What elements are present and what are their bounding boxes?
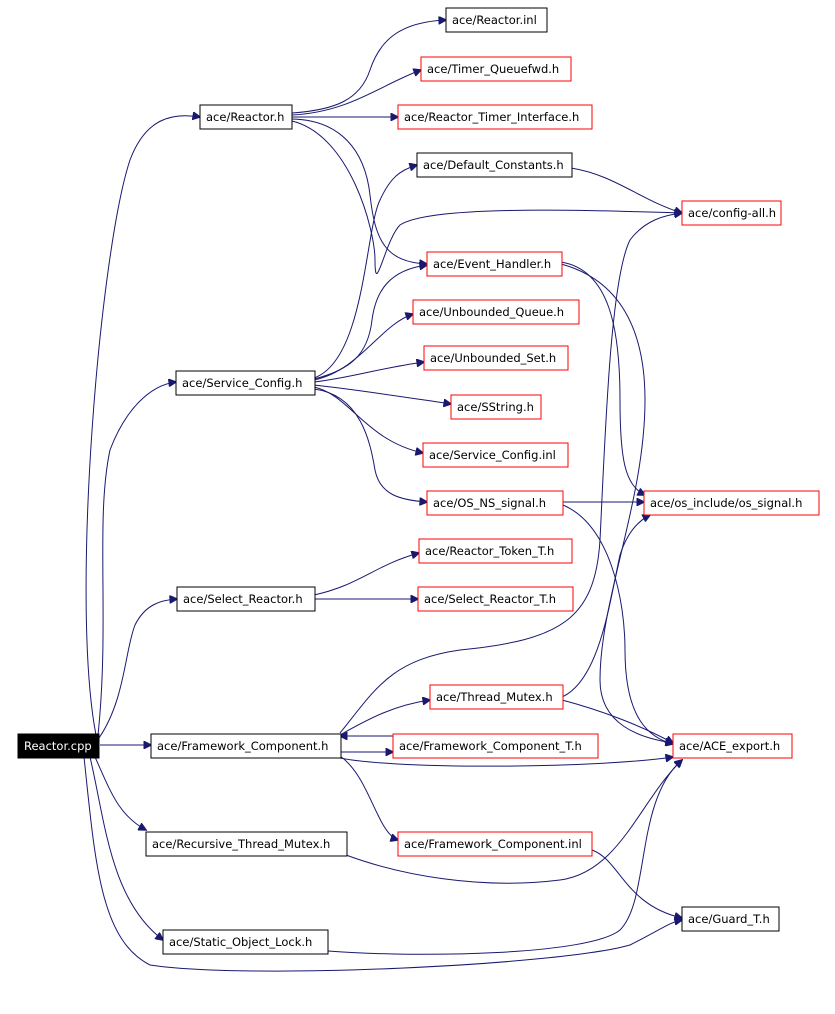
edge-os-ns-signal-h-to-ace-export-h bbox=[562, 504, 673, 744]
edge-reactor-cpp-to-recursive-thread-mutex-h bbox=[94, 756, 146, 830]
edge-service-config-h-to-os-ns-signal-h bbox=[313, 388, 427, 502]
edge-event-handler-h-to-os-signal-h bbox=[560, 261, 645, 495]
node-reactor-inl-label: ace/Reactor.inl bbox=[452, 13, 537, 27]
node-reactor-timer-interface-h[interactable]: ace/Reactor_Timer_Interface.h bbox=[397, 104, 593, 130]
node-ace-export-h[interactable]: ace/ACE_export.h bbox=[672, 733, 793, 759]
edge-reactor-cpp-to-reactor-h bbox=[85, 116, 200, 736]
node-default-constants-h-label: ace/Default_Constants.h bbox=[423, 158, 564, 172]
edge-reactor-h-to-config-all-h bbox=[291, 120, 682, 275]
edge-service-config-h-to-unbounded-set-h bbox=[313, 362, 424, 383]
node-os-ns-signal-h[interactable]: ace/OS_NS_signal.h bbox=[426, 490, 564, 516]
node-framework-component-t-h-label: ace/Framework_Component_T.h bbox=[399, 739, 582, 753]
edge-framework-component-h-to-ace-export-h bbox=[339, 757, 673, 767]
node-timer-queuefwd-h-label: ace/Timer_Queuefwd.h bbox=[427, 62, 559, 76]
node-unbounded-set-h[interactable]: ace/Unbounded_Set.h bbox=[423, 345, 569, 371]
node-default-constants-h[interactable]: ace/Default_Constants.h bbox=[416, 152, 573, 178]
node-reactor-token-t-h[interactable]: ace/Reactor_Token_T.h bbox=[418, 538, 573, 564]
edge-service-config-h-to-default-constants-h bbox=[313, 165, 417, 379]
node-guard-t-h[interactable]: ace/Guard_T.h bbox=[681, 906, 780, 932]
node-os-signal-h-label: ace/os_include/os_signal.h bbox=[650, 496, 802, 510]
edge-thread-mutex-h-to-os-signal-h bbox=[561, 515, 650, 698]
edge-recursive-thread-mutex-h-to-ace-export-h bbox=[345, 760, 682, 884]
edge-service-config-h-to-sstring-h bbox=[313, 384, 451, 404]
edge-select-reactor-h-to-reactor-token-t-h bbox=[313, 553, 419, 596]
node-guard-t-h-label: ace/Guard_T.h bbox=[688, 912, 770, 926]
node-select-reactor-h-label: ace/Select_Reactor.h bbox=[183, 592, 303, 606]
node-framework-component-inl-label: ace/Framework_Component.inl bbox=[404, 837, 582, 851]
node-framework-component-t-h[interactable]: ace/Framework_Component_T.h bbox=[392, 733, 599, 759]
node-reactor-cpp-label: Reactor.cpp bbox=[24, 739, 92, 753]
nodes: Reactor.cpp ace/Reactor.h ace/Reactor.in… bbox=[17, 7, 820, 955]
node-reactor-h[interactable]: ace/Reactor.h bbox=[199, 104, 293, 130]
node-reactor-cpp[interactable]: Reactor.cpp bbox=[17, 733, 100, 759]
node-reactor-h-label: ace/Reactor.h bbox=[206, 110, 284, 124]
node-framework-component-inl[interactable]: ace/Framework_Component.inl bbox=[397, 831, 593, 857]
edge-service-config-h-to-event-handler-h bbox=[313, 265, 427, 380]
node-select-reactor-t-h-label: ace/Select_Reactor_T.h bbox=[424, 592, 556, 606]
edge-static-object-lock-h-to-ace-export-h bbox=[327, 760, 682, 955]
edge-reactor-h-to-reactor-inl bbox=[291, 20, 446, 114]
node-recursive-thread-mutex-h[interactable]: ace/Recursive_Thread_Mutex.h bbox=[145, 831, 348, 857]
edge-default-constants-h-to-config-all-h bbox=[570, 167, 682, 213]
edge-reactor-h-to-event-handler-h bbox=[291, 118, 427, 264]
node-unbounded-set-h-label: ace/Unbounded_Set.h bbox=[430, 351, 556, 365]
node-service-config-h-label: ace/Service_Config.h bbox=[182, 376, 302, 390]
edge-reactor-cpp-to-select-reactor-h bbox=[98, 599, 177, 739]
edges bbox=[83, 20, 682, 972]
edge-reactor-cpp-to-service-config-h bbox=[97, 382, 176, 736]
node-static-object-lock-h[interactable]: ace/Static_Object_Lock.h bbox=[162, 929, 329, 955]
node-reactor-token-t-h-label: ace/Reactor_Token_T.h bbox=[425, 544, 554, 558]
node-thread-mutex-h-label: ace/Thread_Mutex.h bbox=[436, 690, 553, 704]
edge-reactor-cpp-to-static-object-lock-h bbox=[89, 756, 163, 940]
node-thread-mutex-h[interactable]: ace/Thread_Mutex.h bbox=[429, 684, 564, 710]
node-os-signal-h[interactable]: ace/os_include/os_signal.h bbox=[643, 490, 820, 516]
node-select-reactor-h[interactable]: ace/Select_Reactor.h bbox=[176, 586, 316, 612]
node-sstring-h-label: ace/SString.h bbox=[457, 400, 534, 414]
edge-framework-component-inl-to-guard-t-h bbox=[591, 849, 682, 918]
edge-framework-component-h-to-framework-component-inl bbox=[339, 755, 398, 840]
node-timer-queuefwd-h[interactable]: ace/Timer_Queuefwd.h bbox=[420, 56, 572, 82]
node-os-ns-signal-h-label: ace/OS_NS_signal.h bbox=[433, 496, 546, 510]
node-event-handler-h[interactable]: ace/Event_Handler.h bbox=[426, 251, 563, 277]
node-service-config-inl[interactable]: ace/Service_Config.inl bbox=[422, 442, 569, 468]
node-service-config-inl-label: ace/Service_Config.inl bbox=[429, 448, 556, 462]
node-framework-component-h-label: ace/Framework_Component.h bbox=[157, 739, 328, 753]
node-config-all-h-label: ace/config-all.h bbox=[688, 206, 776, 220]
node-unbounded-queue-h-label: ace/Unbounded_Queue.h bbox=[419, 305, 564, 319]
node-sstring-h[interactable]: ace/SString.h bbox=[450, 394, 542, 420]
edge-service-config-h-to-unbounded-queue-h bbox=[313, 314, 413, 381]
edge-reactor-cpp-to-guard-t-h bbox=[83, 756, 682, 972]
node-event-handler-h-label: ace/Event_Handler.h bbox=[433, 257, 551, 271]
node-unbounded-queue-h[interactable]: ace/Unbounded_Queue.h bbox=[412, 299, 580, 325]
node-reactor-timer-interface-h-label: ace/Reactor_Timer_Interface.h bbox=[404, 110, 579, 124]
node-config-all-h[interactable]: ace/config-all.h bbox=[681, 200, 782, 226]
node-reactor-inl[interactable]: ace/Reactor.inl bbox=[445, 7, 548, 33]
edge-thread-mutex-h-to-ace-export-h bbox=[561, 699, 673, 743]
node-select-reactor-t-h[interactable]: ace/Select_Reactor_T.h bbox=[417, 586, 574, 612]
node-service-config-h[interactable]: ace/Service_Config.h bbox=[175, 370, 316, 396]
node-recursive-thread-mutex-h-label: ace/Recursive_Thread_Mutex.h bbox=[152, 837, 330, 851]
node-ace-export-h-label: ace/ACE_export.h bbox=[679, 739, 780, 753]
edge-reactor-h-to-timer-queuefwd-h bbox=[291, 70, 421, 116]
edge-framework-component-h-to-thread-mutex-h bbox=[339, 700, 430, 736]
node-static-object-lock-h-label: ace/Static_Object_Lock.h bbox=[169, 935, 312, 949]
edge-framework-component-h-to-config-all-h bbox=[339, 213, 682, 734]
node-framework-component-h[interactable]: ace/Framework_Component.h bbox=[150, 733, 342, 759]
